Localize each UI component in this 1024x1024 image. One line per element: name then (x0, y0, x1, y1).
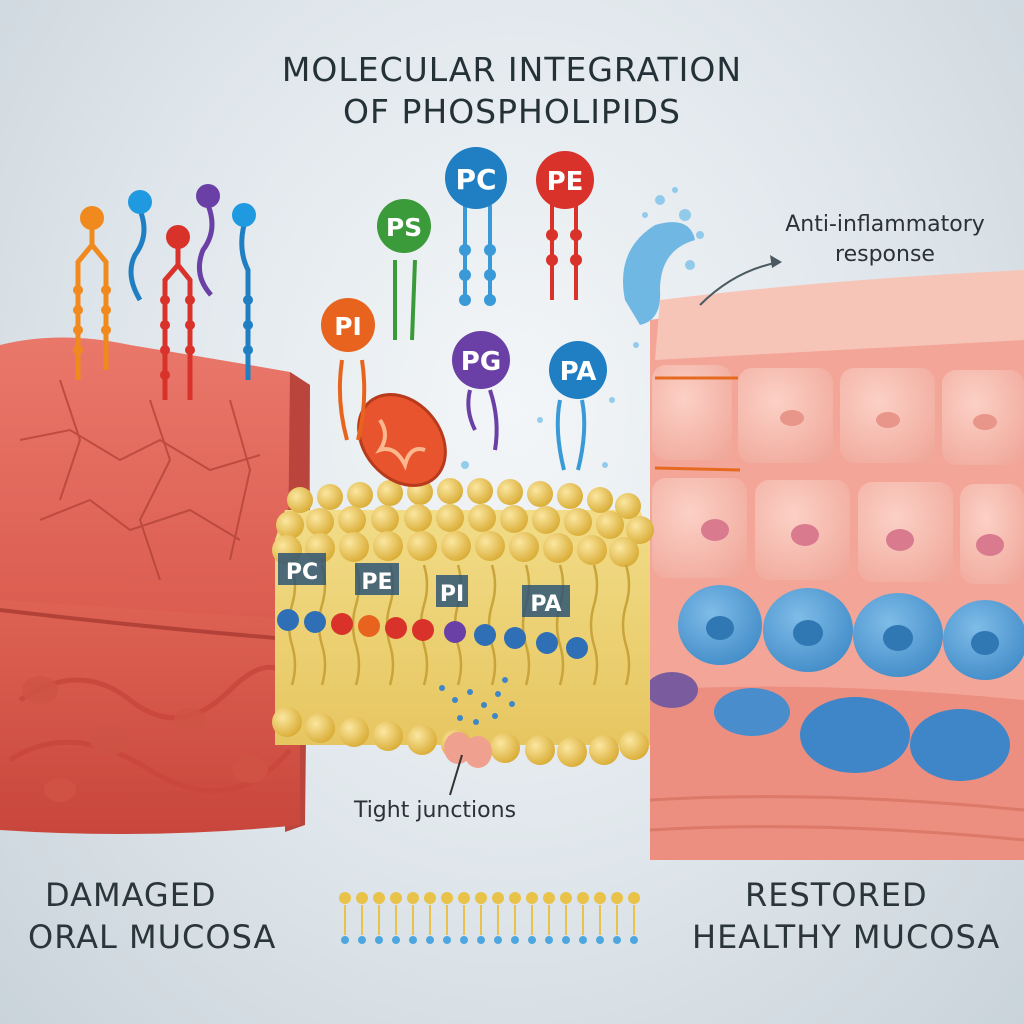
mini-bilayer (339, 892, 640, 944)
membrane-tag: PA (530, 592, 561, 617)
membrane-tags: PC PE PI PA (278, 553, 570, 617)
response-arrow (699, 261, 781, 306)
healthy-mucosa-block (646, 270, 1024, 860)
labeled-phospholipids: PC PE PS PI PG PA (321, 147, 607, 471)
left-label-line-1: DAMAGED (45, 876, 217, 914)
phospholipid-label: PS (386, 213, 422, 242)
bilayer-bottom-heads (272, 707, 649, 767)
title-line-1: MOLECULAR INTEGRATION (281, 50, 743, 89)
epithelial-cells-top-row (652, 365, 1024, 465)
membrane-tag: PI (440, 582, 464, 607)
mitochondrion (357, 393, 447, 487)
phospholipid-label: PE (547, 167, 584, 197)
anti-inflammatory-label: Anti-inflammatory response (785, 212, 985, 267)
phospholipid-label: PG (461, 347, 501, 377)
membrane-tag: PE (361, 570, 392, 595)
basal-cells-row (678, 585, 1024, 680)
anti-inflammatory-blob (461, 187, 704, 469)
epithelial-cells-mid-row (652, 478, 1024, 584)
phospholipid-label: PI (334, 312, 362, 341)
title-line-2: OF PHOSPHOLIPIDS (343, 92, 681, 131)
damaged-mucosa-block (0, 337, 310, 834)
right-label-line-1: RESTORED (745, 876, 928, 914)
tight-junctions-label: Tight junctions (353, 798, 517, 823)
tight-junction-marks (444, 732, 492, 768)
bilayer-mid-beads (277, 609, 588, 659)
membrane-tag: PC (286, 560, 318, 585)
bilayer-top-heads (272, 478, 654, 567)
tight-junction-pointer (449, 754, 463, 796)
phospholipid-bilayer (272, 478, 654, 768)
phospholipid-label: PA (560, 357, 597, 387)
left-label-line-2: ORAL MUCOSA (28, 918, 277, 956)
free-phospholipids-left (73, 184, 256, 400)
phospholipid-label: PC (455, 163, 496, 196)
right-label-line-2: HEALTHY MUCOSA (692, 918, 1001, 956)
